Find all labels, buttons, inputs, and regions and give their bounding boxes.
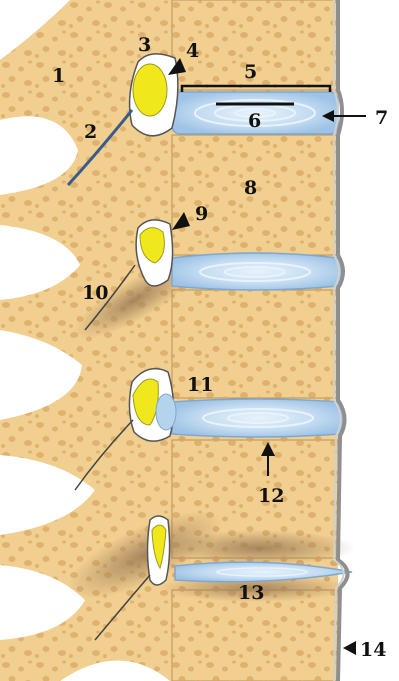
label-5: 5 (244, 61, 257, 83)
label-6: 6 (248, 110, 261, 132)
label-12: 12 (258, 485, 284, 507)
disc-bulge (156, 394, 176, 430)
label-13: 13 (238, 582, 264, 604)
foramen-4 (148, 516, 170, 585)
foramen-3 (129, 369, 176, 441)
label-4: 4 (186, 40, 199, 62)
label-9: 9 (195, 203, 208, 225)
label-10: 10 (82, 282, 108, 304)
label-11: 11 (187, 374, 213, 396)
foramen-1 (130, 54, 178, 136)
arrow-14-icon (343, 641, 356, 655)
label-1: 1 (52, 65, 65, 87)
label-8: 8 (244, 177, 257, 199)
disc-3 (172, 399, 344, 437)
nerve-root (133, 64, 167, 116)
label-2: 2 (84, 121, 97, 143)
label-7: 7 (375, 107, 388, 129)
label-14: 14 (360, 639, 386, 661)
label-3: 3 (138, 34, 151, 56)
disc-2 (172, 253, 343, 290)
